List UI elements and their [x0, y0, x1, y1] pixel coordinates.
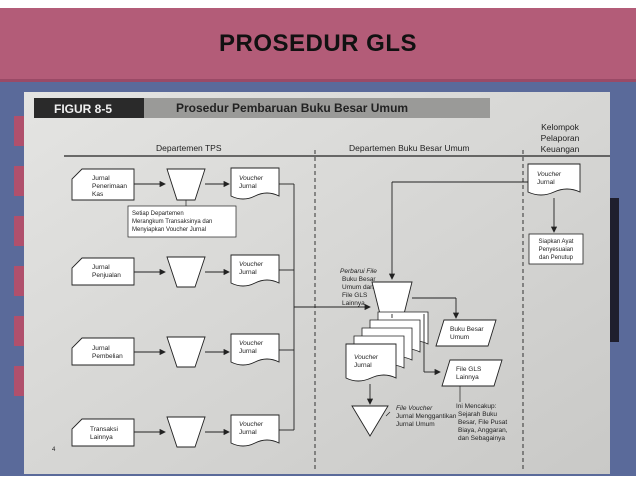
title-banner [0, 8, 636, 82]
figure-title: Prosedur Pembaruan Buku Besar Umum [176, 101, 408, 115]
report-header-line: Keuangan [541, 144, 580, 154]
slide-title: PROSEDUR GLS [218, 30, 418, 57]
svg-text:Lainnya: Lainnya [342, 300, 365, 307]
manual-operation [166, 168, 206, 201]
svg-text:Lainnya: Lainnya [456, 374, 479, 381]
svg-text:Jurnal: Jurnal [92, 345, 110, 352]
svg-text:Penerimaan: Penerimaan [92, 183, 127, 190]
svg-text:Menyiapkan Voucher Jurnal: Menyiapkan Voucher Jurnal [132, 227, 206, 233]
svg-text:Jurnal: Jurnal [239, 348, 257, 355]
figure-number: FIGUR 8-5 [54, 102, 112, 116]
svg-text:Buku Besar: Buku Besar [342, 276, 376, 283]
report-header-line: Pelaporan [541, 133, 580, 143]
svg-text:Jurnal: Jurnal [92, 264, 110, 271]
svg-text:Pembelian: Pembelian [92, 353, 123, 360]
adjust-box: Siapkan Ayat Penyesuaian dan Penutup [528, 233, 584, 265]
svg-text:Umum: Umum [450, 334, 469, 341]
svg-text:Jurnal: Jurnal [537, 179, 555, 186]
svg-text:Jurnal Umum: Jurnal Umum [396, 421, 435, 428]
svg-text:Jurnal: Jurnal [239, 183, 257, 190]
svg-text:Perbarui File: Perbarui File [340, 268, 377, 275]
source-journal-receipts: Jurnal Penerimaan Kas [71, 168, 135, 201]
svg-text:Jurnal: Jurnal [239, 429, 257, 436]
voucher-document-1: Voucher Jurnal [230, 167, 280, 200]
manual-operation [166, 256, 206, 288]
svg-text:Voucher: Voucher [537, 171, 562, 178]
figure-number-box [34, 98, 144, 118]
source-sales-journal: Jurnal Penjualan [71, 257, 135, 286]
report-voucher-document: Voucher Jurnal [527, 163, 581, 196]
svg-text:Penyesuaian: Penyesuaian [539, 247, 574, 253]
column-header-gl: Departemen Buku Besar Umum [349, 143, 469, 153]
general-ledger-file: Buku Besar Umum [435, 319, 497, 347]
svg-text:Kas: Kas [92, 191, 104, 198]
voucher-file-note: File Voucher Jurnal Menggantikan Jurnal … [396, 405, 457, 428]
svg-text:dan Penutup: dan Penutup [539, 255, 574, 261]
svg-text:Jurnal Menggantikan: Jurnal Menggantikan [396, 413, 457, 420]
svg-text:Transaksi: Transaksi [90, 426, 118, 433]
svg-text:File GLS: File GLS [342, 292, 368, 299]
svg-text:Voucher: Voucher [354, 354, 379, 361]
svg-text:Umum dan: Umum dan [342, 284, 374, 291]
column-header-tps: Departemen TPS [156, 143, 222, 153]
offline-file-triangle [351, 405, 389, 437]
update-note: Perbarui File Buku Besar Umum dan File G… [340, 268, 377, 307]
source-purchases-journal: Jurnal Pembelian [71, 337, 135, 366]
svg-text:Voucher: Voucher [239, 175, 264, 182]
flowchart-figure: FIGUR 8-5 Prosedur Pembaruan Buku Besar … [24, 92, 610, 474]
svg-text:Jurnal: Jurnal [92, 175, 110, 182]
svg-text:Besar, File Pusat: Besar, File Pusat [458, 419, 507, 426]
voucher-document-4: Voucher Jurnal [230, 414, 280, 447]
svg-text:Jurnal: Jurnal [239, 269, 257, 276]
svg-text:Lainnya: Lainnya [90, 434, 113, 441]
gls-file: File GLS Lainnya [441, 359, 503, 387]
svg-text:Siapkan Ayat: Siapkan Ayat [539, 239, 574, 245]
column-header-report: Kelompok Pelaporan Keuangan [541, 122, 580, 154]
svg-text:Jurnal: Jurnal [354, 362, 372, 369]
svg-text:File GLS: File GLS [456, 366, 482, 373]
page-number: 4 [52, 447, 56, 453]
svg-text:Voucher: Voucher [239, 261, 264, 268]
banner-divider [0, 79, 636, 82]
voucher-document-3: Voucher Jurnal [230, 333, 280, 366]
voucher-document-2: Voucher Jurnal [230, 254, 280, 287]
svg-text:Biaya, Anggaran,: Biaya, Anggaran, [458, 427, 508, 434]
source-other-transactions: Transaksi Lainnya [71, 418, 135, 447]
annotation-line [385, 411, 391, 417]
svg-text:Merangkum Transaksinya dan: Merangkum Transaksinya dan [132, 219, 212, 225]
manual-operation [166, 416, 206, 448]
svg-text:Penjualan: Penjualan [92, 272, 121, 279]
figure-title-box [144, 98, 490, 118]
report-header-line: Kelompok [541, 122, 580, 132]
svg-text:Voucher: Voucher [239, 340, 264, 347]
svg-text:Setiap Departemen: Setiap Departemen [132, 211, 184, 217]
svg-text:Buku Besar: Buku Besar [450, 326, 484, 333]
svg-text:File Voucher: File Voucher [396, 405, 433, 412]
manual-operation [166, 336, 206, 368]
voucher-stack: Voucher Jurnal [345, 311, 429, 382]
includes-note: Ini Mencakup: Sejarah Buku Besar, File P… [456, 403, 508, 442]
svg-text:Voucher: Voucher [239, 421, 264, 428]
svg-text:dan Sebagainya: dan Sebagainya [458, 435, 505, 442]
note-tps: Setiap Departemen Merangkum Transaksinya… [127, 205, 237, 238]
svg-text:Sejarah Buku: Sejarah Buku [458, 411, 497, 418]
svg-text:Ini Mencakup:: Ini Mencakup: [456, 403, 497, 410]
